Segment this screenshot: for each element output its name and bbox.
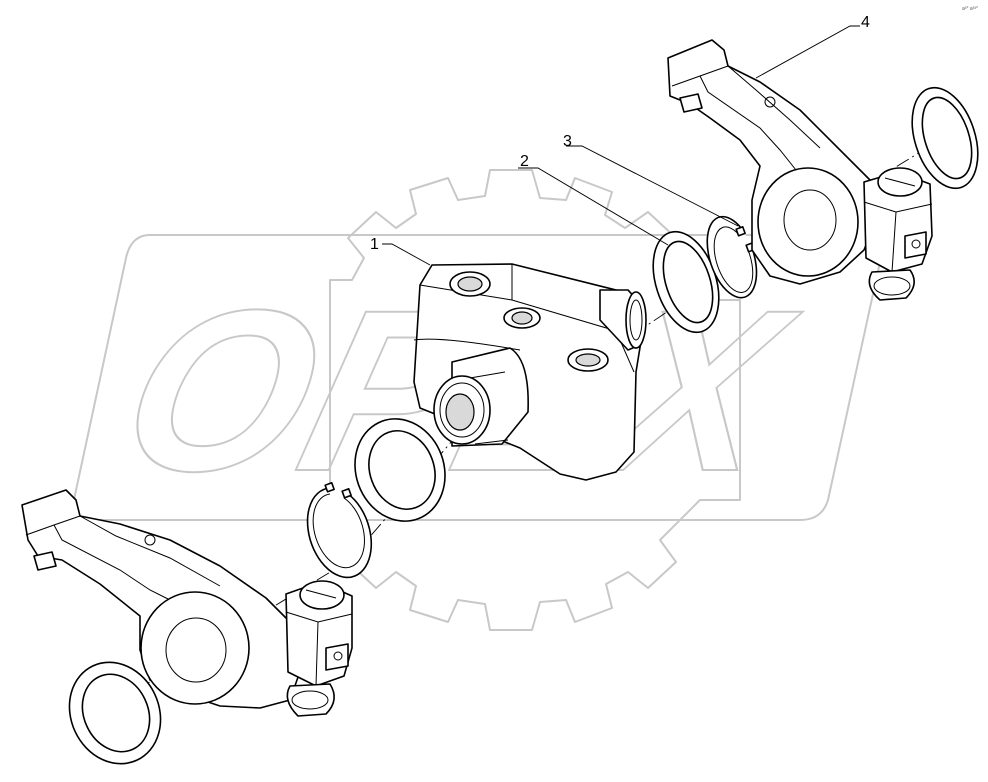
part-3-snap-ring-right bbox=[706, 215, 758, 299]
part-2-washer-right bbox=[652, 230, 720, 334]
corner-mark: a³° a³³° bbox=[962, 6, 978, 12]
part-3-snap-ring-left bbox=[306, 482, 373, 579]
part-2-washer-top bbox=[911, 86, 979, 190]
leader-3 bbox=[566, 145, 739, 227]
leader-4 bbox=[755, 25, 860, 79]
callout-1: 1 bbox=[370, 236, 379, 253]
callout-4: 4 bbox=[861, 14, 870, 31]
callout-3: 3 bbox=[563, 133, 572, 150]
leader-2 bbox=[518, 167, 669, 246]
rocker-arm-bottom bbox=[21, 489, 353, 717]
part-4-rocker-arm-top bbox=[667, 39, 933, 301]
leader-1 bbox=[382, 243, 431, 266]
part-1-bracket bbox=[413, 263, 647, 481]
callout-2: 2 bbox=[520, 153, 529, 170]
part-2-washer-left bbox=[354, 418, 446, 522]
part-2-washer-bottom bbox=[68, 661, 162, 765]
